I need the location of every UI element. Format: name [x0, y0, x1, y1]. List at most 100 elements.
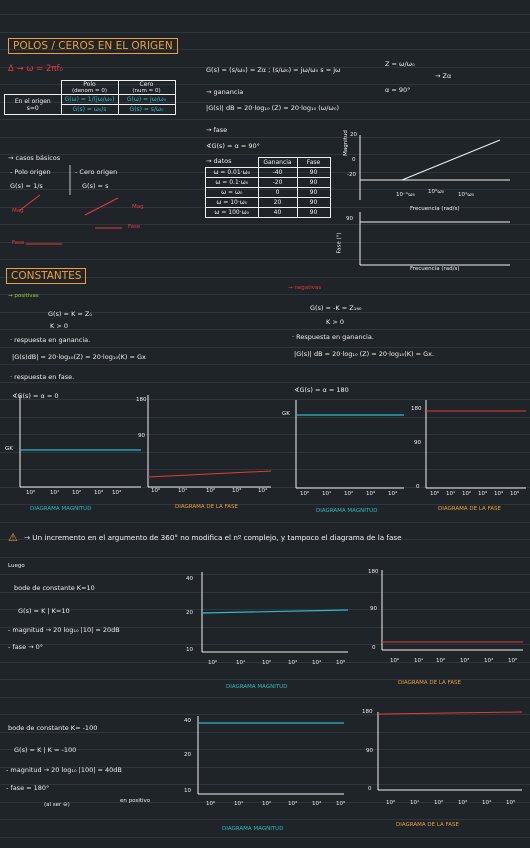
s2-plot-fase-neg: [425, 400, 526, 489]
ex1-pm-xtick: 10⁵: [336, 660, 346, 666]
datos-row-w: ω = ω₀: [205, 187, 259, 198]
s2-p2-xtick: 10²: [206, 488, 216, 494]
s2-p1-xtick: 10²: [72, 490, 82, 496]
datos-row-g: 20: [257, 197, 298, 208]
neg-k: K > 0: [326, 318, 344, 326]
ex1-pf-xtick: 10⁰: [390, 658, 400, 664]
datos-row-f: 90: [296, 197, 331, 208]
plot-mag-origin: [359, 135, 510, 200]
ex2-note2: en positivo: [120, 798, 151, 804]
s2-p2-xtick: 10³: [232, 488, 242, 494]
ex1-pf-xtick: 10⁵: [508, 658, 518, 664]
ruled-line: [0, 504, 530, 505]
s2-p4-xtick: 10¹: [446, 491, 456, 497]
datos-row-w: ω = 0.1·ω₀: [205, 177, 259, 188]
plot-mag-xtick: 10⁻¹ω₀: [396, 192, 415, 198]
fase-left-label: Fase: [12, 240, 25, 246]
datos-row-g: -40: [257, 167, 298, 178]
ruled-line: [0, 119, 530, 120]
s2-p1-xtick: 10³: [94, 490, 104, 496]
s2-p2-xtick: 10¹: [178, 488, 188, 494]
hdr-ganancia: Ganancia: [257, 157, 298, 168]
pos-resp-fase: · respuesta en fase.: [10, 373, 75, 381]
ex2-note1: (al ser ⊖): [44, 802, 70, 808]
col-polo: Polo: [83, 81, 96, 88]
plot-fase-ytick: 90: [346, 216, 353, 222]
s2-plot-mag-pos: [19, 395, 141, 488]
s2-p4-xtick: 10²: [462, 491, 472, 497]
s2-p4-xtick: 10⁴: [494, 491, 504, 497]
ex2-pm-xtick: 10¹: [234, 801, 244, 807]
s2-p1-xtick: 10¹: [50, 490, 60, 496]
ex1-plot-mag: [201, 572, 349, 653]
ex1-pm-xtick: 10¹: [236, 660, 246, 666]
ruled-line: [0, 609, 530, 610]
ex2-g: G(s) = K | K = -100: [14, 746, 77, 754]
s2-p3-xtick: 10⁴: [388, 491, 398, 497]
ruled-line: [0, 784, 530, 785]
ruled-line: [0, 521, 530, 523]
ruled-line: [0, 451, 530, 453]
ex2-plot-mag: [197, 716, 344, 795]
s2-p4-xtick: 10⁰: [430, 491, 440, 497]
ruled-line: [0, 49, 530, 50]
s2-p1-xtick: 10⁴: [112, 490, 122, 496]
plot-fase-origin: [359, 212, 510, 266]
s2-p1-xtick: 10⁰: [26, 490, 36, 496]
ex1-pf-xtick: 10⁴: [484, 658, 494, 664]
s2-p4-ytick: 90: [414, 440, 421, 446]
fase-zero-line: [147, 470, 272, 478]
ruled-line: [0, 434, 530, 435]
pos-fase-eq: ∢G(s) = α = 0: [12, 392, 59, 400]
ruled-line: [0, 84, 530, 85]
s2-p3-xtick: 10³: [366, 491, 376, 497]
datos-row-f: 90: [296, 177, 331, 188]
s2-p2-xtick: 10⁰: [151, 488, 161, 494]
ruled-line: [0, 381, 530, 383]
z-eq: Z = ω/ω₀: [385, 60, 415, 68]
ruled-line: [0, 766, 530, 768]
ruled-line: [0, 749, 530, 750]
polo-origen-label: - Polo origen: [10, 168, 51, 176]
cero-mag-cell: G(ω) = jω/ω₀: [117, 94, 176, 105]
ruled-line: [0, 731, 530, 733]
ex1-pf-xtick: 10¹: [414, 658, 424, 664]
s2-p4-xtick: 10⁵: [510, 491, 520, 497]
s2-plot-fase-pos: [147, 395, 272, 488]
pos-g-eq: G(s) = K = Z₀: [48, 310, 92, 318]
ruled-line: [0, 644, 530, 645]
ex1-pf-caption: DIAGRAMA DE LA FASE: [398, 680, 461, 686]
datos-row-g: 0: [257, 187, 298, 198]
polo-cero-table: Polo(denom = 0) Cero(num = 0) En el orig…: [4, 80, 176, 115]
s2-p4-xtick: 10³: [478, 491, 488, 497]
neg-mag-eq: |G(s)| dB = 20·log₁₀ (Z) = 20·log₁₀(K) =…: [294, 350, 435, 358]
s2-p3-caption: DIAGRAMA MAGNITUD: [316, 508, 378, 514]
negativas-label: → negativas: [288, 285, 322, 291]
ruled-line: [0, 714, 530, 715]
fase-eq: ∢G(s) = α = 90°: [206, 142, 260, 150]
s2-p3-xtick: 10¹: [322, 491, 332, 497]
cero-origen-eq: G(s) = s: [82, 182, 109, 190]
ex2-pf-caption: DIAGRAMA DE LA FASE: [396, 822, 459, 828]
warning-text: → Un incremento en el argumento de 360° …: [24, 533, 402, 542]
s2-p3-xtick: 10⁰: [300, 491, 310, 497]
row-label-origen: En el origen: [14, 97, 51, 105]
datos-row-f: 90: [296, 167, 331, 178]
neg-resp-ganancia: · Respuesta en ganancia.: [292, 333, 374, 341]
s2-p1-ylabel: GK: [5, 446, 13, 452]
ex2-pf-xtick: 10¹: [410, 800, 420, 806]
ruled-line: [0, 556, 530, 558]
ruled-line: [0, 66, 530, 68]
polo-origen-eq: G(s) = 1/s: [10, 182, 43, 190]
ruled-line: [0, 241, 530, 243]
ex1-mag: - magnitud → 20 log₁₀ |10| = 20dB: [8, 626, 120, 634]
ruled-line: [0, 101, 530, 103]
ex1-pf-ytick: 0: [372, 645, 376, 651]
cero-origen-label: - Cero origen: [75, 168, 118, 176]
alpha-eq: α = 90°: [385, 86, 411, 94]
ex1-g: G(s) = K | K=10: [18, 607, 70, 615]
ruled-line: [0, 31, 530, 33]
ex1-pm-ytick: 20: [186, 610, 193, 616]
datos-row-g: 40: [257, 207, 298, 218]
